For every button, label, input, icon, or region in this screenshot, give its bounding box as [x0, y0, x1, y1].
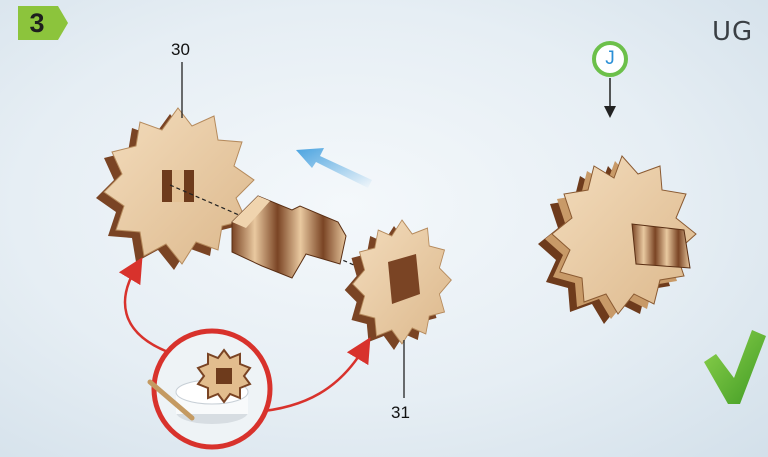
glue-pot-illustration	[150, 331, 270, 447]
gear-31	[345, 220, 452, 350]
part-label-31: 31	[391, 403, 410, 423]
callout-letter: J	[594, 43, 626, 75]
axle-piece	[232, 196, 346, 278]
gear-30	[96, 108, 254, 270]
blue-direction-arrow	[296, 148, 372, 188]
assembled-gear	[538, 156, 696, 324]
glue-arrow-to-30	[125, 268, 168, 352]
check-mark-icon	[704, 330, 766, 404]
step-number: 3	[22, 6, 52, 40]
part-label-30: 30	[171, 40, 190, 60]
brand-logo-text: UG	[712, 17, 753, 47]
